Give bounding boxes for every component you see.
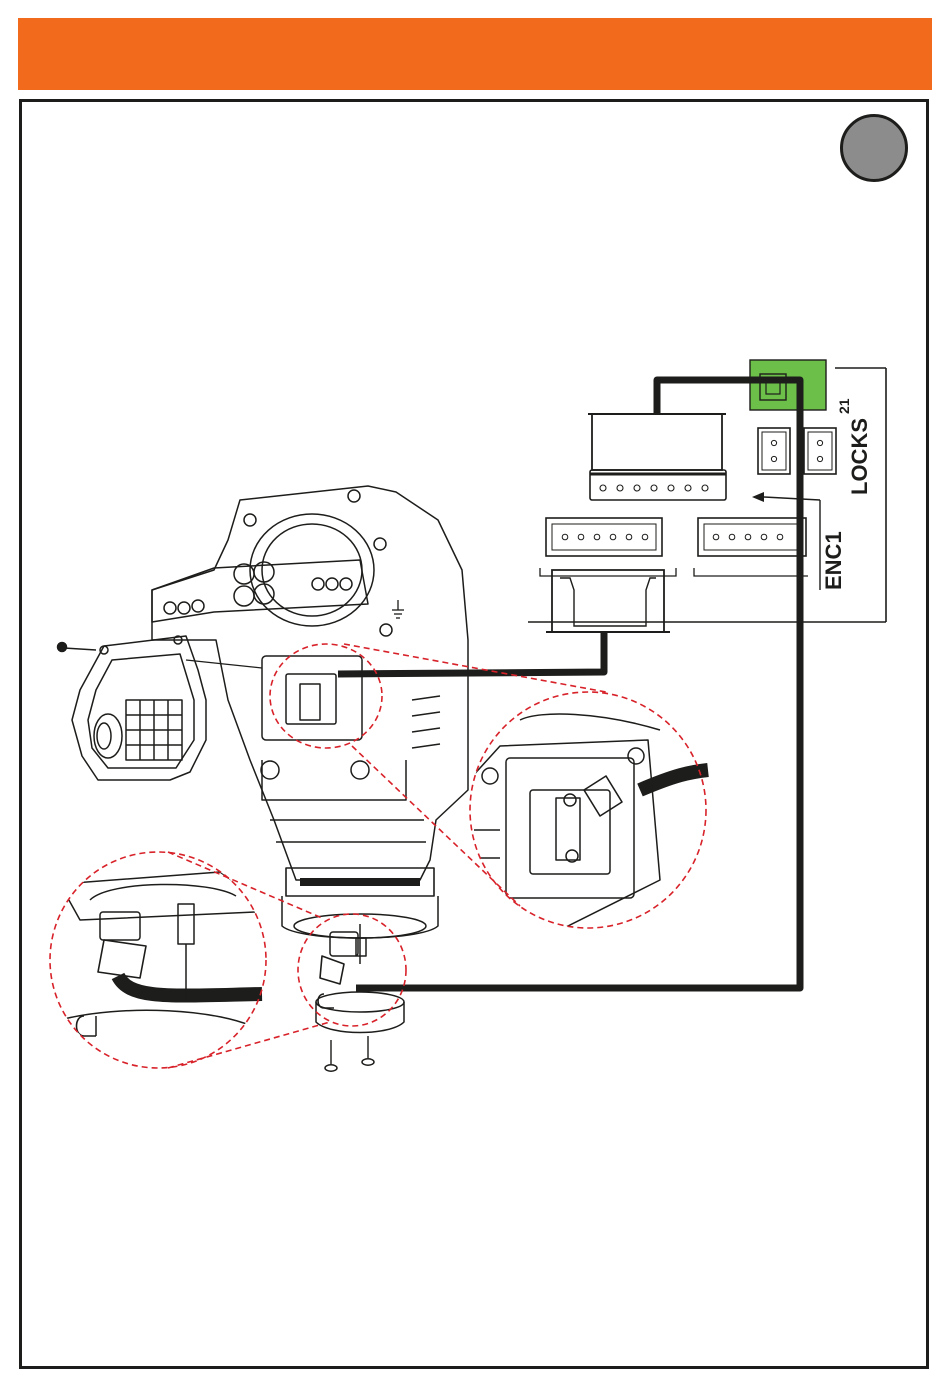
zoom-callouts bbox=[50, 644, 706, 1068]
terminal-number: 21 bbox=[836, 398, 852, 414]
ground-icon bbox=[392, 600, 404, 618]
zoom-cable-left bbox=[118, 976, 262, 996]
motor-housing bbox=[152, 486, 468, 1071]
terminal-block bbox=[750, 360, 826, 410]
cables bbox=[118, 380, 800, 996]
locks-connector-2 bbox=[804, 428, 836, 474]
arrow-left-icon bbox=[752, 492, 764, 502]
callout-source-lower bbox=[298, 914, 406, 1026]
locks-connector-1 bbox=[758, 428, 790, 474]
side-cover bbox=[58, 636, 207, 780]
zoom-detail-right bbox=[460, 714, 660, 930]
locks-label: LOCKS bbox=[847, 418, 872, 495]
plug-top bbox=[592, 414, 722, 470]
control-board bbox=[528, 360, 886, 632]
enc1-label: ENC1 bbox=[821, 531, 846, 590]
callout-source-upper bbox=[270, 644, 382, 748]
zoom-detail-left bbox=[60, 872, 260, 1080]
limit-switch-cable bbox=[338, 632, 604, 674]
